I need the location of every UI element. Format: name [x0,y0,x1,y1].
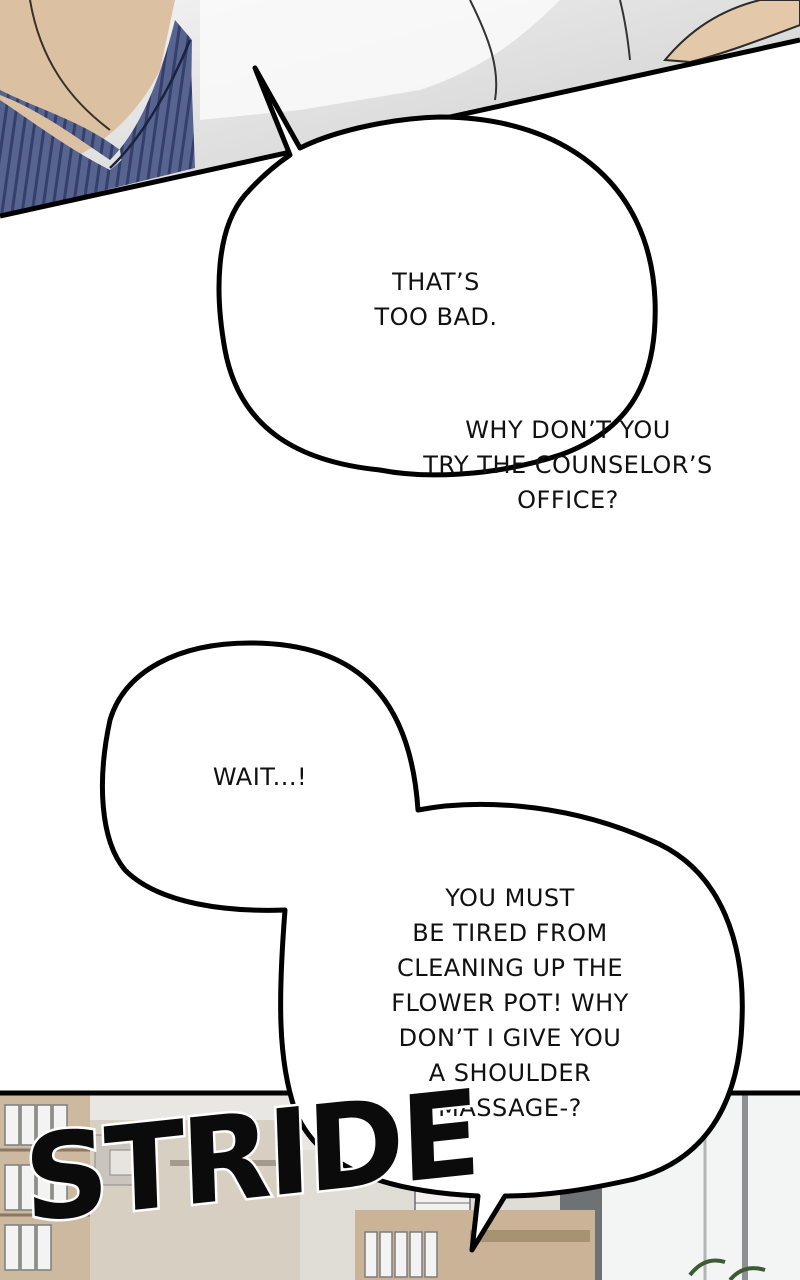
bubble-text-wait: WAIT...! [185,760,335,795]
bubble-line: YOU MUST [445,884,575,912]
bubble-text-massage: YOU MUST BE TIRED FROM CLEANING UP THE F… [350,881,670,1126]
hand [662,0,800,64]
bubble-text-counselor: WHY DON’T YOU TRY THE COUNSELOR’S OFFICE… [388,413,748,518]
bubble-line: THAT’S [392,268,480,296]
bubble-line: FLOWER POT! WHY [391,989,629,1017]
bubble-line: TOO BAD. [374,303,498,331]
bubble-line: BE TIRED FROM [412,919,608,947]
bubble-line: A SHOULDER [428,1059,592,1087]
speech-bubble-top [216,65,658,478]
bubble-text-thats-too-bad: THAT’S TOO BAD. [336,265,536,335]
bubble-line: TRY THE COUNSELOR’S [423,451,713,479]
speech-bubble-wait-massage [99,640,745,1253]
bubble-line: WHY DON’T YOU [465,416,671,444]
bubble-line: WAIT...! [212,763,308,791]
bubble-line: CLEANING UP THE [397,954,623,982]
bubble-line: DON’T I GIVE YOU [398,1024,622,1052]
bubble-line: OFFICE? [517,486,619,514]
bubble-line: MASSAGE-? [438,1094,582,1122]
